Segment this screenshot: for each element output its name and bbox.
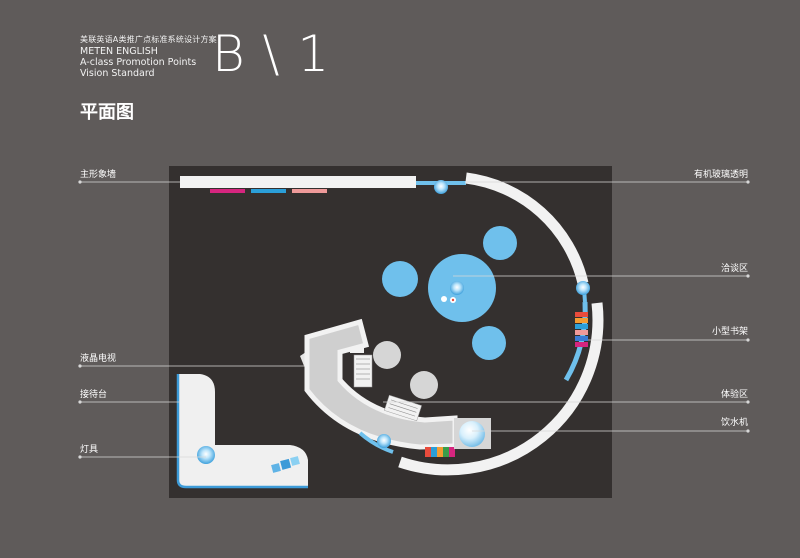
gray-stool-1	[373, 341, 401, 369]
label-reception-desk: 接待台	[80, 390, 108, 400]
label-negotiation-area: 洽谈区	[720, 264, 748, 274]
lamp-reception	[197, 446, 215, 464]
company-name-en: METEN ENGLISH	[80, 46, 158, 57]
section-title: 平面图	[80, 102, 134, 123]
wall-swatch-magenta	[210, 189, 245, 193]
label-lcd-tv: 液晶电视	[80, 354, 117, 364]
label-water-dispenser: 饮水机	[720, 418, 748, 428]
main-image-wall	[180, 176, 416, 188]
stool-2	[382, 261, 418, 297]
wall-swatch-blue	[251, 189, 286, 193]
subtitle-line-1: A-class Promotion Points	[80, 57, 197, 68]
wall-swatch-pink	[292, 189, 327, 193]
label-main-image-wall: 主形象墙	[80, 170, 117, 180]
page-code: B \ 1	[212, 25, 331, 83]
lamp-right	[576, 281, 590, 295]
bookshelf-red	[575, 312, 588, 317]
arc-wall-top	[465, 172, 589, 285]
subtitle-line-2: Vision Standard	[80, 68, 155, 79]
label-lamp: 灯具	[80, 445, 99, 455]
stool-1	[483, 226, 517, 260]
company-name-cn: 美联英语A类推广点标准系统设计方案	[80, 35, 217, 44]
label-small-bookshelf: 小型书架	[711, 327, 748, 337]
arc-wall-bottom	[398, 302, 604, 476]
stool-3	[472, 326, 506, 360]
label-experience-area: 体验区	[720, 390, 748, 400]
gray-stool-2	[410, 371, 438, 399]
label-acrylic-glass: 有机玻璃透明	[693, 170, 748, 180]
lamp-top	[434, 180, 448, 194]
lamp-bottom	[377, 434, 391, 448]
